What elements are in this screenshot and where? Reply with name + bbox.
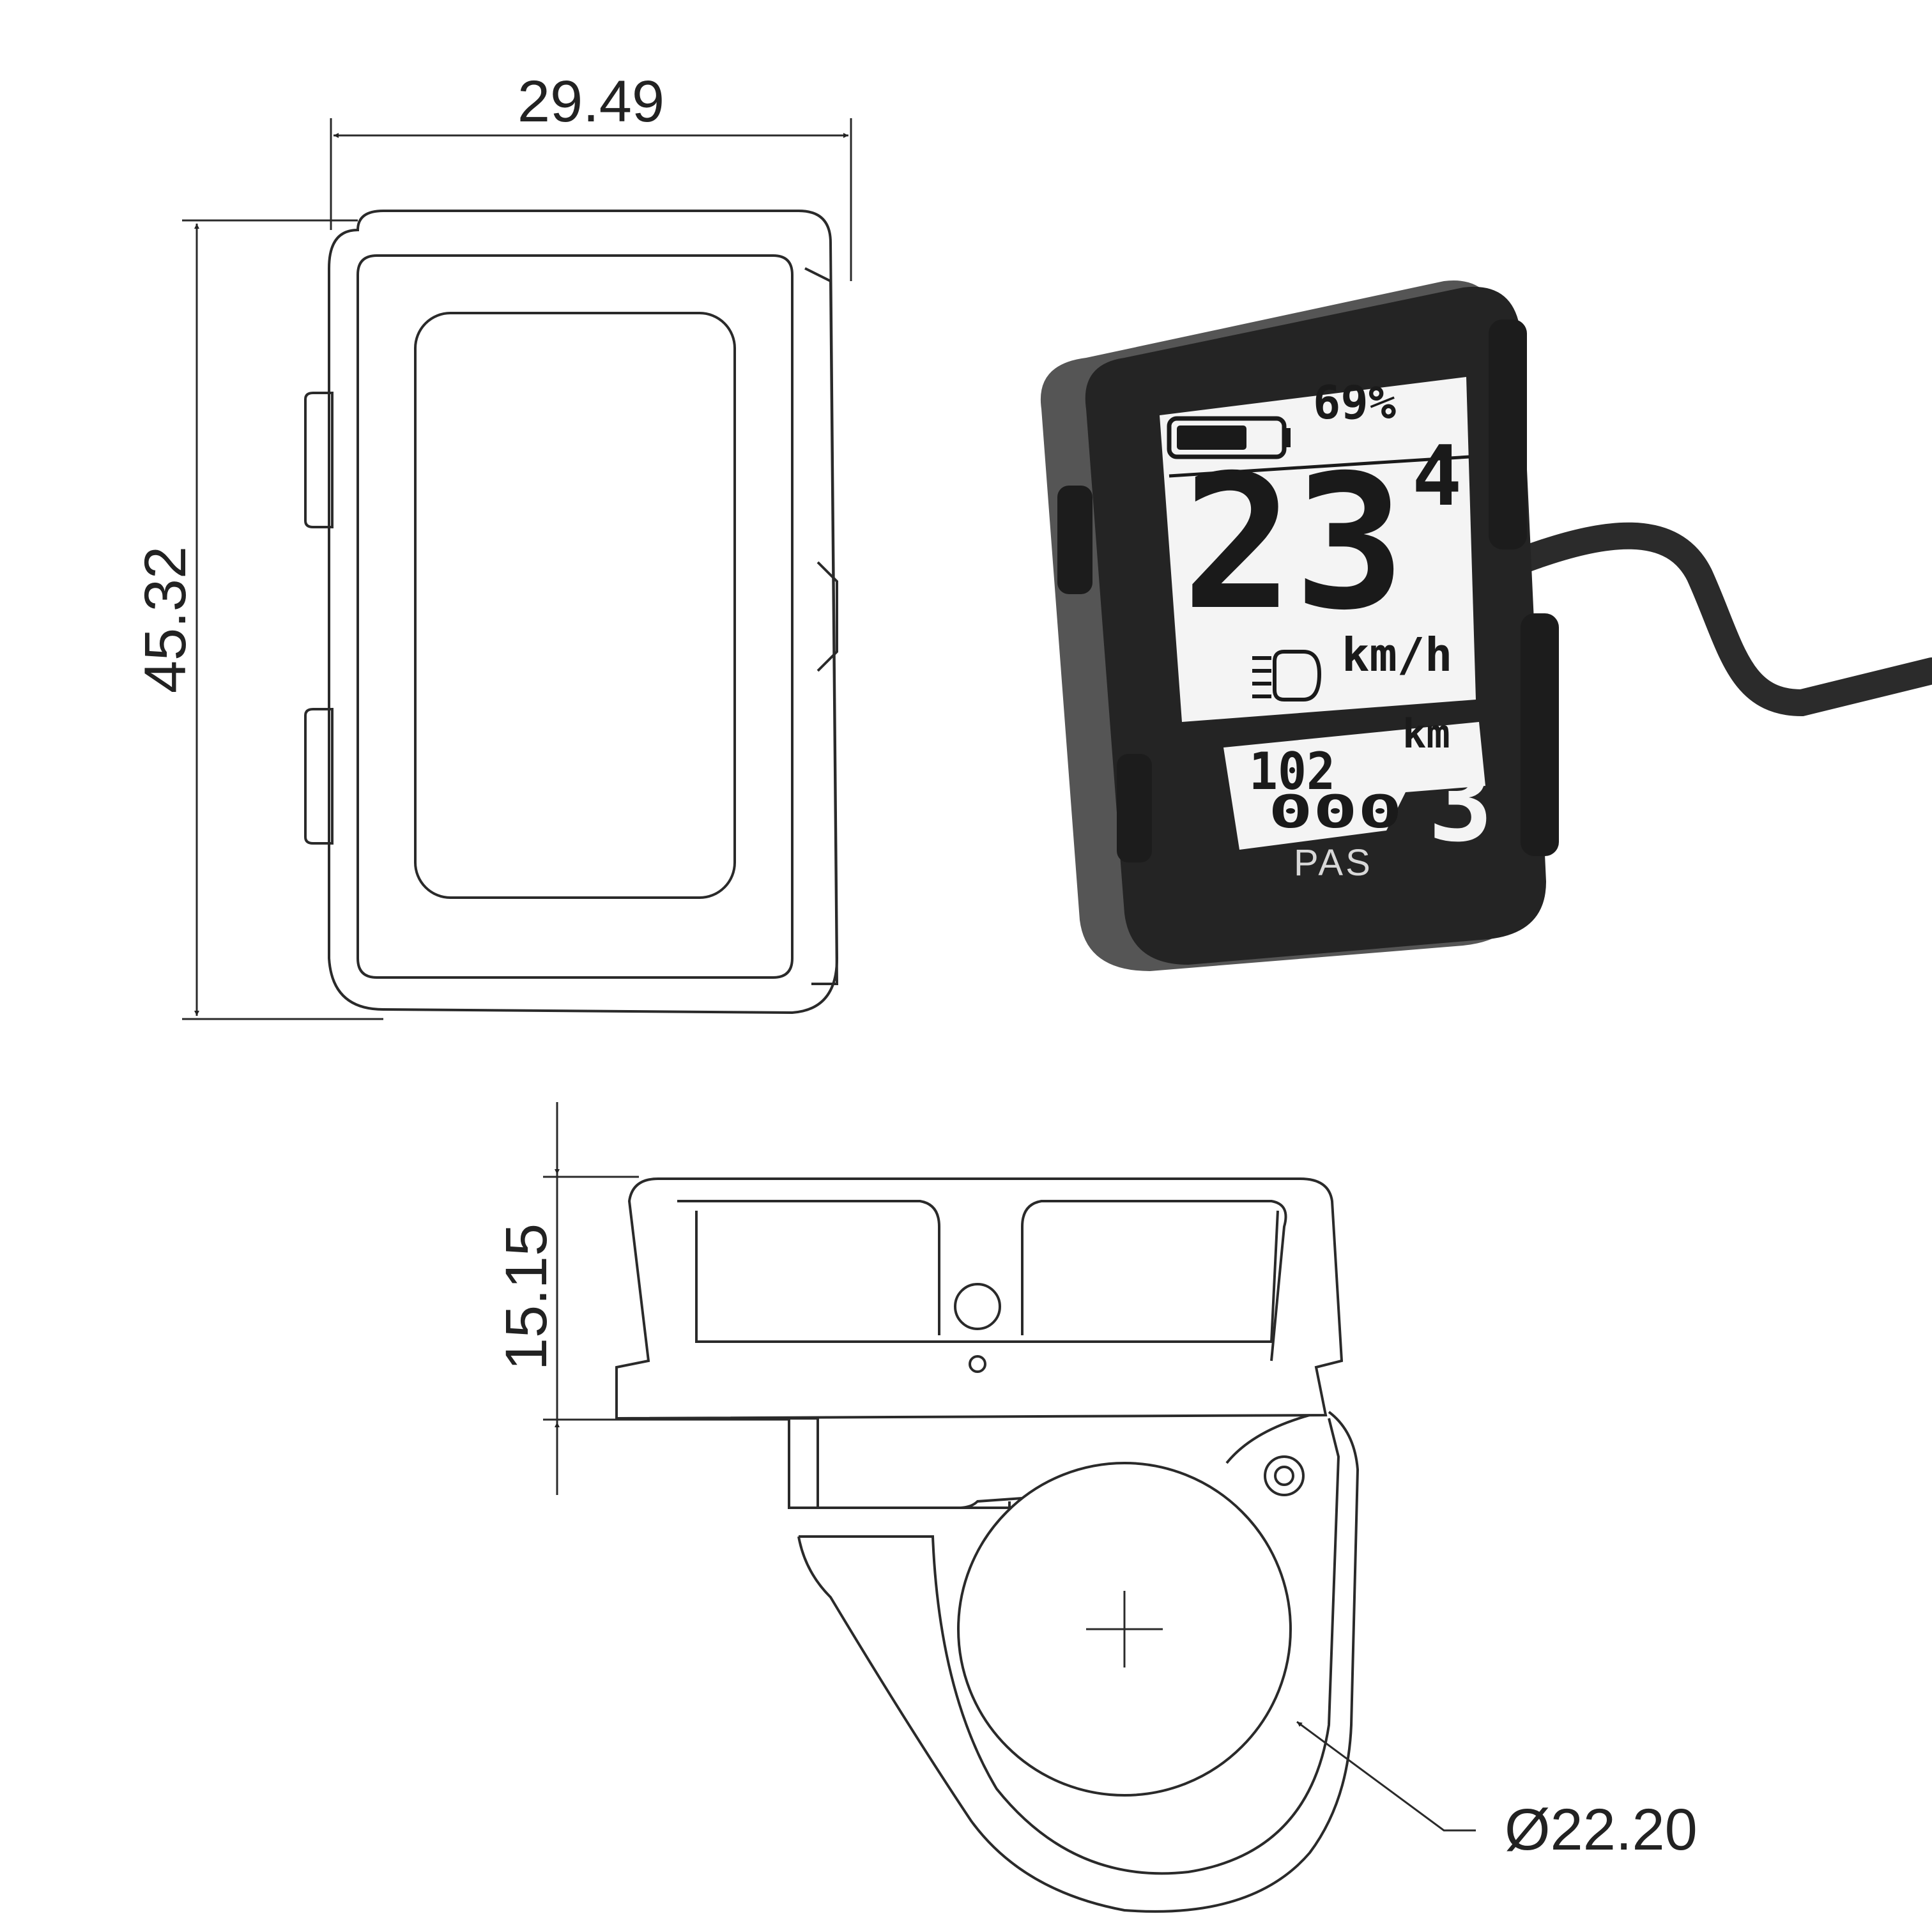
depth-dimension: [543, 1102, 789, 1495]
device-render: 69% 23 4 km/h km 102 000 3 PAS: [1040, 280, 1932, 971]
height-dimension-label: 45.32: [133, 546, 198, 693]
trip-unit-text: km: [1402, 710, 1450, 757]
front-view-side-rail: [804, 267, 839, 985]
device-cable: [1488, 522, 1932, 717]
side-view: [615, 1177, 1360, 1913]
diameter-dimension-label: Ø22.20: [1505, 1797, 1698, 1862]
battery-percent-text: 69%: [1313, 376, 1396, 429]
width-dimension-label: 29.49: [518, 69, 664, 134]
height-dimension: [182, 219, 383, 1020]
speed-decimal-readout: 4: [1412, 427, 1462, 525]
side-view-screw-small: [969, 1355, 986, 1373]
side-view-clamp-lever: [797, 1411, 1360, 1913]
pas-label: PAS: [1294, 842, 1373, 884]
speed-main-readout: 23: [1182, 436, 1406, 651]
width-dimension: [330, 118, 852, 281]
device-side-button-right-top: [1489, 319, 1527, 549]
front-view-screen: [414, 312, 736, 899]
front-view-side-button-top: [304, 392, 334, 528]
side-view-top-housing: [615, 1177, 1344, 1420]
device-side-button-left-bottom: [1117, 754, 1152, 862]
lcd-lower-panel: [1223, 722, 1485, 850]
headlight-icon: [1252, 650, 1322, 702]
side-view-handlebar: [957, 1462, 1292, 1797]
depth-dimension-label: 15.15: [494, 1223, 559, 1370]
lcd-divider: [1169, 455, 1470, 478]
side-view-inner-panel: [695, 1210, 1279, 1343]
device-side-button-right-bottom: [1521, 613, 1559, 856]
battery-icon: [1167, 416, 1291, 459]
side-view-hinge-pin-inner: [1274, 1466, 1294, 1486]
battery-tip: [1284, 428, 1291, 447]
diameter-leader: [1296, 1721, 1476, 1832]
trip-value-readout: 102: [1249, 742, 1335, 801]
assist-level-readout: 3: [1428, 740, 1493, 866]
front-view: [304, 210, 839, 1015]
device-side-button-left-top: [1057, 486, 1092, 594]
side-view-top-inner: [677, 1200, 1287, 1361]
front-view-outer-body: [328, 210, 839, 1015]
side-view-hinge-pin: [1264, 1455, 1305, 1496]
side-view-hinge-arc: [1225, 1414, 1310, 1464]
side-view-clamp-outer: [799, 1418, 1340, 1875]
speed-unit-text: km/h: [1342, 628, 1452, 682]
side-view-mount-block: [789, 1417, 1011, 1509]
front-view-bezel: [356, 254, 793, 979]
side-view-screw-head: [954, 1283, 1001, 1330]
lcd-upper-panel: [1160, 377, 1476, 722]
diameter-leader-line: [1296, 1721, 1476, 1832]
odometer-digits: 000: [1268, 786, 1402, 838]
battery-fill: [1177, 425, 1246, 450]
center-cross-icon: [1086, 1591, 1163, 1667]
side-view-clamp-upper: [788, 1418, 1023, 1509]
front-view-right-connector: [816, 561, 838, 672]
front-view-side-button-bottom: [304, 708, 334, 845]
